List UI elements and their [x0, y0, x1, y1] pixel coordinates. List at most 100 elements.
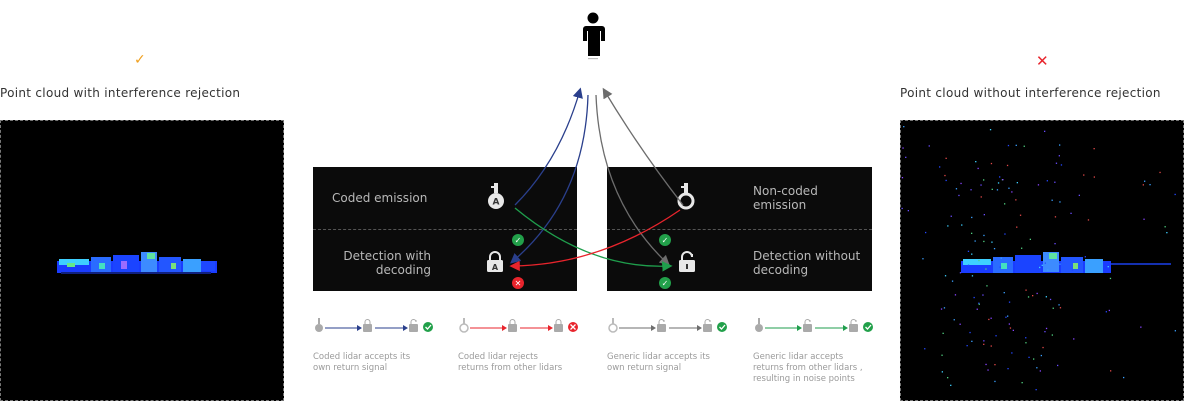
noise-point: [905, 156, 907, 158]
noise-point: [974, 240, 976, 242]
noise-point: [1025, 289, 1027, 291]
point-cloud-noisy-image: [901, 126, 1176, 391]
noise-point: [950, 215, 952, 217]
noise-point: [1057, 364, 1059, 367]
noise-point: [986, 285, 988, 287]
noise-point: [999, 176, 1001, 178]
noise-point: [1033, 358, 1035, 360]
noise-point: [980, 184, 982, 186]
noise-point: [1029, 238, 1031, 240]
noise-point: [1009, 327, 1012, 329]
noise-point: [1023, 145, 1025, 147]
noise-point: [988, 318, 990, 321]
noise-point: [1007, 368, 1009, 370]
noise-point: [1007, 144, 1010, 147]
noise-point: [1166, 232, 1168, 234]
noise-point: [1027, 296, 1030, 298]
blue-emission-path: [514, 87, 583, 206]
noise-point: [1144, 180, 1146, 182]
noise-point: [1123, 376, 1125, 379]
noise-point: [940, 308, 943, 310]
legend-diagram: [755, 318, 873, 332]
noise-point: [985, 363, 987, 366]
legend-item-coded-accept: Coded lidar accepts its own return signa…: [313, 314, 438, 374]
noise-point: [971, 232, 973, 234]
noise-point: [987, 369, 989, 371]
rejected-cross-icon: ✕: [1036, 52, 1049, 70]
noise-point: [983, 340, 985, 342]
noise-point: [1109, 277, 1112, 280]
person-icon: [576, 12, 610, 60]
gray-return-path: [595, 94, 670, 266]
noise-point: [971, 340, 973, 342]
coded-emission-label: Coded emission: [332, 191, 428, 205]
noise-point: [975, 161, 977, 163]
noise-point: [1039, 266, 1041, 269]
legend-item-generic-noise: Generic lidar accepts returns from other…: [753, 314, 878, 385]
noise-point: [1003, 292, 1005, 294]
noise-point: [943, 307, 946, 309]
noise-point: [1060, 164, 1063, 166]
noise-point: [1110, 370, 1112, 372]
noise-point: [1044, 262, 1046, 264]
noise-point: [1071, 269, 1074, 271]
noise-point: [1083, 174, 1085, 176]
noise-point: [985, 268, 987, 270]
noise-point: [983, 214, 985, 216]
red-cross-path: [509, 209, 681, 272]
legend-diagram: [608, 318, 727, 333]
noise-point: [966, 345, 968, 347]
noise-point: [947, 225, 949, 227]
noise-point: [947, 377, 949, 379]
noise-point: [971, 253, 973, 255]
noise-point: [902, 147, 904, 149]
noise-point: [1073, 338, 1075, 340]
noise-point: [959, 323, 961, 325]
noise-point: [1174, 193, 1176, 196]
noise-point: [1059, 263, 1061, 265]
green-cross-path: [514, 207, 673, 272]
noise-point: [1054, 243, 1056, 245]
noise-point: [982, 294, 984, 296]
unlocked-icon: [679, 251, 695, 272]
noise-point: [969, 331, 971, 334]
noise-point: [1025, 342, 1027, 344]
noise-point: [955, 188, 958, 190]
noise-point: [1021, 382, 1023, 384]
noise-point: [970, 189, 972, 191]
noise-point: [1041, 264, 1043, 266]
legend-diagram: [315, 318, 433, 332]
noise-point: [994, 364, 996, 366]
noise-point: [1036, 292, 1038, 295]
noise-point: [960, 182, 962, 185]
coded-lidar-panel: Coded emission Detection with decoding A…: [313, 167, 577, 291]
noise-point: [1036, 367, 1038, 369]
noise-point: [1070, 212, 1072, 214]
noise-point: [973, 296, 975, 299]
noise-point: [1049, 298, 1052, 301]
noise-point: [1021, 247, 1023, 249]
noise-point: [1037, 184, 1040, 186]
legend-diagram: [459, 318, 578, 333]
noise-point: [1002, 179, 1004, 181]
detection-with-decoding-label: Detection with decoding: [343, 249, 431, 277]
noise-point: [1054, 216, 1057, 218]
noise-point: [1107, 266, 1109, 268]
noise-point: [991, 241, 993, 243]
noise-point: [950, 384, 952, 386]
noise-point: [1059, 307, 1062, 309]
noise-point: [1054, 181, 1056, 183]
generic-lidar-panel: Non-coded emission Detection without dec…: [607, 167, 872, 291]
noise-point: [971, 216, 973, 219]
noise-point: [1044, 130, 1046, 132]
noise-point: [1140, 326, 1142, 328]
noise-point: [903, 126, 905, 128]
noise-point: [1007, 315, 1009, 317]
noise-point: [1015, 144, 1017, 146]
noise-point: [1012, 329, 1014, 331]
noise-point: [1006, 164, 1009, 167]
noise-point: [990, 345, 992, 347]
lock-a-icon: A: [487, 251, 503, 272]
noise-point: [945, 157, 947, 159]
noise-point: [996, 189, 999, 191]
